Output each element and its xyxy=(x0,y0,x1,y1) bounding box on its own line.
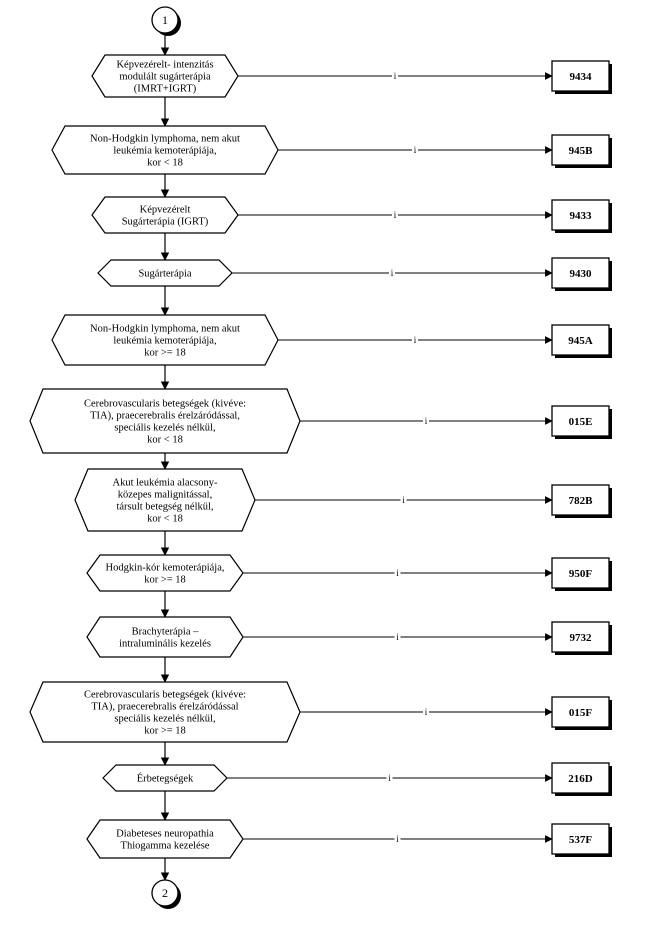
hexagon-shape xyxy=(29,388,301,454)
result-code-box: 950F xyxy=(551,557,612,591)
hexagon-shape xyxy=(102,764,228,792)
branch-label: i xyxy=(396,834,399,844)
branch-label: i xyxy=(414,335,417,345)
result-code: 945A xyxy=(568,335,593,347)
result-code: 9434 xyxy=(570,71,593,83)
step-label-line: (IMRT+IGRT) xyxy=(134,84,197,95)
branch-label: i xyxy=(414,145,417,155)
hexagon-shape xyxy=(74,468,256,532)
result-code: 015E xyxy=(569,416,593,428)
step-label-line: Sugárterápia (IGRT) xyxy=(122,217,209,228)
step-label-line: TIA), praecerebralis érelzáródással, xyxy=(90,411,240,422)
hexagon-shape xyxy=(97,259,233,287)
step-label-line: Hodgkin-kór kemoterápiája, xyxy=(106,563,225,574)
end-connector: 2 xyxy=(151,879,181,909)
step-label-line: leukémia kemoterápiája, xyxy=(113,146,216,157)
decision-step: Akut leukémia alacsony-közepes malignitá… xyxy=(74,468,256,532)
result-code: 950F xyxy=(569,568,593,580)
step-label-line: kor < 18 xyxy=(147,514,183,525)
decision-step: Sugárterápia xyxy=(97,259,233,287)
step-label-line: közepes malignitással, xyxy=(118,490,212,501)
branch-label: i xyxy=(394,71,397,81)
step-label-line: társult betegség nélkül, xyxy=(116,502,213,513)
result-code: 9433 xyxy=(570,210,593,222)
hexagon-shape xyxy=(51,125,279,175)
step-label-line: speciális kezelés nélkül, xyxy=(114,714,215,725)
result-code: 015F xyxy=(569,707,593,719)
result-code-box: 782B xyxy=(551,484,612,518)
step-label-line: speciális kezelés nélkül, xyxy=(114,423,215,434)
hexagon-shape xyxy=(86,554,244,592)
result-code: 537F xyxy=(569,834,593,846)
step-label-line: Thiogamma kezelése xyxy=(121,841,210,852)
edges-layer: i i i i i i i i i i i i xyxy=(160,33,553,881)
result-code: 782B xyxy=(569,495,594,507)
step-label-line: kor >= 18 xyxy=(144,726,186,737)
hexagon-shape xyxy=(91,196,239,234)
step-label-line: Érbetegségek xyxy=(137,773,194,785)
result-code-box: 015E xyxy=(551,405,612,439)
hexagon-shape xyxy=(91,54,239,98)
result-code: 9430 xyxy=(570,268,593,280)
step-label-line: leukémia kemoterápiája, xyxy=(113,336,216,347)
step-label-line: Cerebrovascularis betegségek (kivéve: xyxy=(84,399,246,410)
result-code: 945B xyxy=(569,145,594,157)
result-code-box: 9433 xyxy=(551,199,612,233)
hexagon-shape xyxy=(51,314,279,366)
branch-label: i xyxy=(396,632,399,642)
step-label-line: Brachyterápia – xyxy=(132,627,200,638)
step-label-line: kor < 18 xyxy=(147,158,183,169)
decision-step: Cerebrovascularis betegségek (kivéve:TIA… xyxy=(29,388,301,454)
branch-label: i xyxy=(394,210,397,220)
step-label-line: Non-Hodgkin lymphoma, nem akut xyxy=(90,134,240,145)
decision-step: Hodgkin-kór kemoterápiája,kor >= 18 xyxy=(86,554,244,592)
branch-label: i xyxy=(396,568,399,578)
result-code-box: 216D xyxy=(551,762,612,796)
branch-label: i xyxy=(425,707,428,717)
result-code: 216D xyxy=(568,773,593,785)
step-label-line: kor >= 18 xyxy=(144,348,186,359)
result-code-box: 945B xyxy=(551,134,612,168)
step-label-line: kor >= 18 xyxy=(144,575,186,586)
step-label-line: Non-Hodgkin lymphoma, nem akut xyxy=(90,324,240,335)
start-connector-label: 1 xyxy=(162,13,168,27)
branch-label: i xyxy=(388,773,391,783)
start-connector: 1 xyxy=(151,6,181,36)
end-connector-label: 2 xyxy=(162,886,168,900)
step-label-line: Cerebrovascularis betegségek (kivéve: xyxy=(84,690,246,701)
hexagon-shape xyxy=(29,681,301,743)
step-label-line: modulált sugárterápia xyxy=(119,72,211,83)
decision-step: Érbetegségek xyxy=(102,764,228,792)
result-code-box: 537F xyxy=(551,823,612,857)
step-label-line: kor < 18 xyxy=(147,435,183,446)
result-code-box: 945A xyxy=(551,324,612,358)
step-label-line: Akut leukémia alacsony- xyxy=(113,478,218,489)
branch-label: i xyxy=(402,495,405,505)
result-code-box: 9434 xyxy=(551,60,612,94)
decision-step: Brachyterápia –intraluminális kezelés xyxy=(86,616,244,658)
result-code: 9732 xyxy=(570,632,593,644)
result-code-box: 9430 xyxy=(551,257,612,291)
step-label-line: Képvezérelt- intenzitás xyxy=(116,60,213,71)
step-label-line: intraluminális kezelés xyxy=(119,639,211,650)
result-code-box: 9732 xyxy=(551,621,612,655)
hexagon-shape xyxy=(86,616,244,658)
hexagon-shape xyxy=(86,819,244,859)
step-label-line: Sugárterápia xyxy=(138,269,191,280)
branch-label: i xyxy=(391,268,394,278)
step-label-line: TIA), praecerebralis érelzáródással xyxy=(91,702,238,713)
result-code-box: 015F xyxy=(551,696,612,730)
branch-label: i xyxy=(425,416,428,426)
decision-step: Cerebrovascularis betegségek (kivéve:TIA… xyxy=(29,681,301,743)
step-label-line: Képvezérelt xyxy=(140,205,191,216)
step-label-line: Diabeteses neuropathia xyxy=(116,829,214,840)
